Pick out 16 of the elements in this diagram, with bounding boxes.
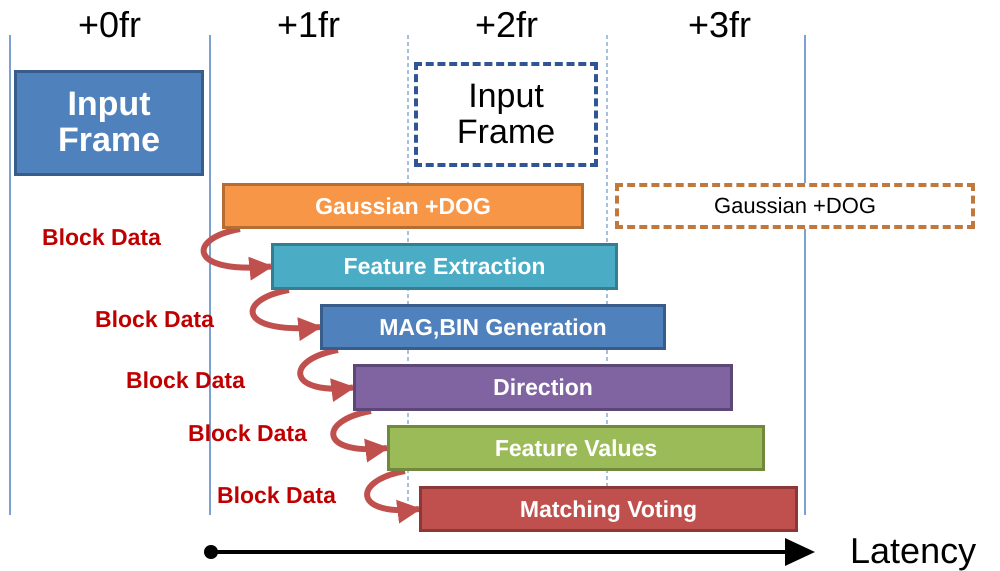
frame-label: +2fr (475, 4, 538, 46)
input-frame-box: Input Frame (14, 70, 204, 176)
process-bar: Feature Values (387, 425, 765, 471)
edge-label: Block Data (217, 482, 336, 509)
edge-label: Block Data (42, 224, 161, 251)
process-bar: Gaussian +DOG (615, 183, 975, 229)
frame-label: +3fr (688, 4, 752, 46)
process-bar: Direction (353, 364, 733, 411)
frame-label: +0fr (78, 4, 142, 46)
process-bar: Matching Voting (419, 486, 798, 532)
axis-label: Latency (850, 530, 976, 571)
frame-label: +1fr (277, 4, 340, 46)
process-bar: Feature Extraction (271, 243, 618, 290)
process-bar: Gaussian +DOG (222, 183, 584, 229)
process-bar: MAG,BIN Generation (320, 304, 666, 350)
input-frame-box: Input Frame (414, 62, 598, 167)
